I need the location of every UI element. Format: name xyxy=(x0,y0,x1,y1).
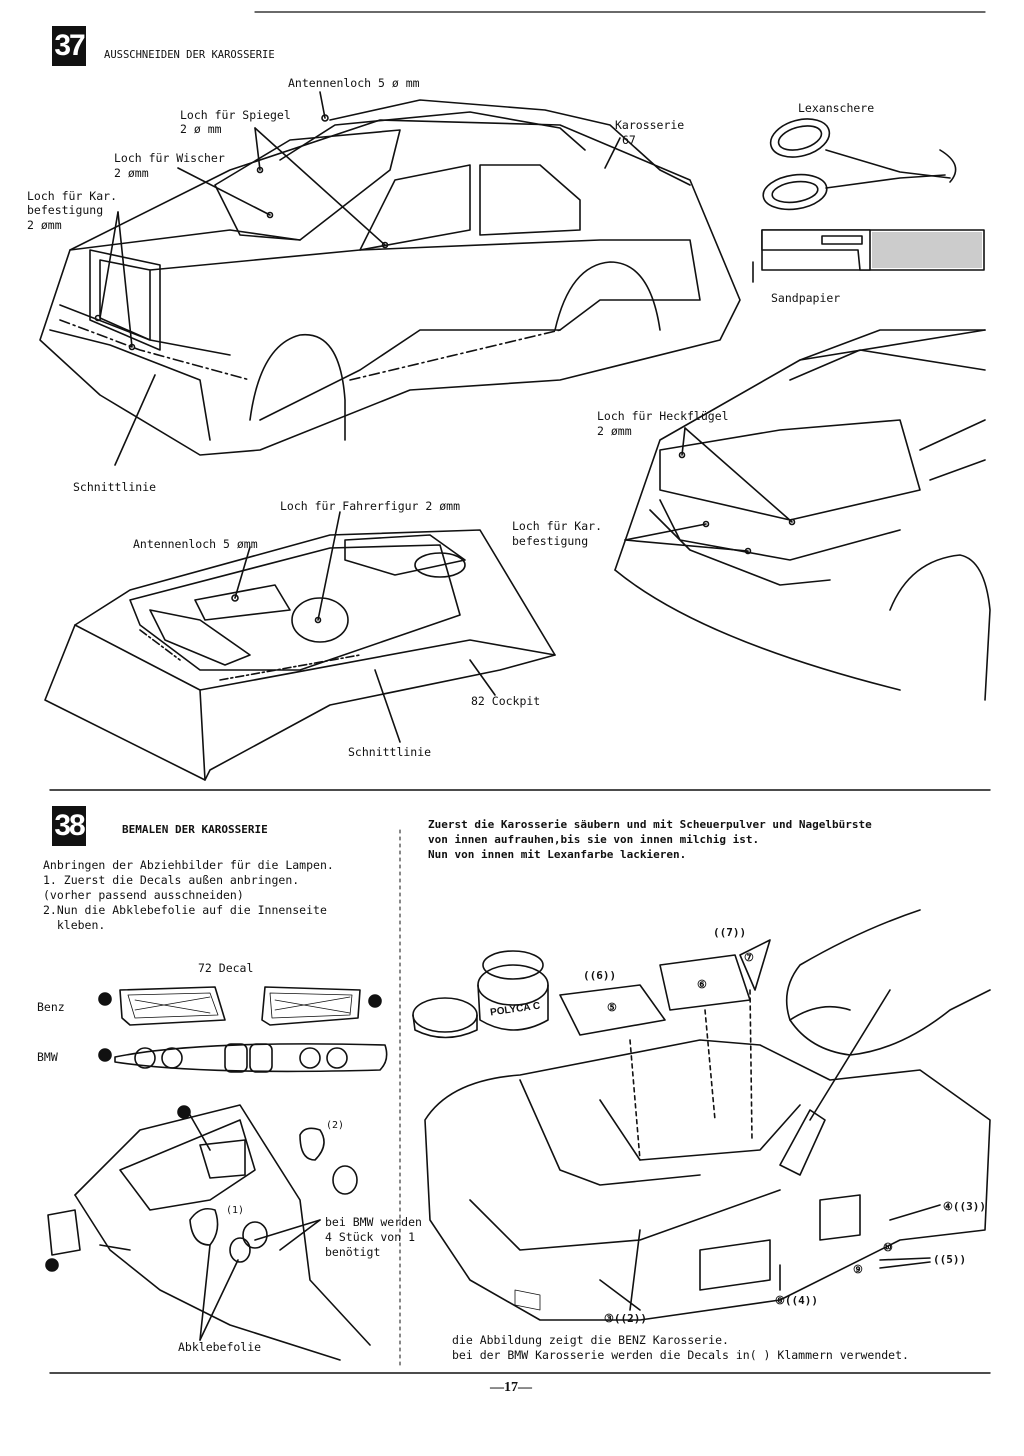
callout-7b: ⑦ xyxy=(744,951,754,964)
label-sandpapier: Sandpapier xyxy=(771,291,841,305)
label-loch-kar-befestigung: befestigung xyxy=(27,203,104,217)
paint-scene-drawing xyxy=(412,909,991,1321)
car-body-drawing xyxy=(39,91,741,466)
label-loch-wischer: Loch für Wischer xyxy=(114,151,225,165)
label-loch-kar-rear-befestigung: befestigung xyxy=(512,534,589,548)
step-38-caption: die Abbildung zeigt die BENZ Karosserie.… xyxy=(452,1333,909,1363)
cockpit-drawing xyxy=(44,511,556,781)
decal-title: 72 Decal xyxy=(198,961,254,975)
label-cockpit: 82 Cockpit xyxy=(471,694,541,708)
callout-3: ③((2)) xyxy=(604,1312,647,1325)
left-text-line: (vorher passend ausschneiden) xyxy=(43,888,244,902)
label-bmw: BMW xyxy=(37,1050,58,1064)
caption-line: die Abbildung zeigt die BENZ Karosserie. xyxy=(452,1333,729,1347)
right-text-line: Nun von innen mit Lexanfarbe lackieren. xyxy=(428,848,687,861)
label-schnittlinie-top: Schnittlinie xyxy=(73,480,157,494)
callout-6b: ⑥ xyxy=(697,978,707,991)
label-karosserie-number: 67 xyxy=(622,133,636,147)
callout-8: ⑧((4)) xyxy=(775,1294,818,1307)
step-37-title: AUSSCHNEIDEN DER KAROSSERIE xyxy=(104,49,275,61)
step-38-title: BEMALEN DER KAROSSERIE xyxy=(122,823,268,836)
step-37-number: 37 xyxy=(52,26,86,66)
label-abklebefolie: Abklebefolie xyxy=(178,1340,262,1354)
callout-9: ⑨ xyxy=(853,1263,863,1276)
label-loch-spiegel: Loch für Spiegel xyxy=(180,108,291,122)
masking-drawing xyxy=(45,1104,371,1361)
decal-drawings xyxy=(98,986,388,1073)
step-38-number: 38 xyxy=(52,806,86,846)
callout-5b: ((5)) xyxy=(933,1253,967,1266)
label-loch-spiegel-size: 2 ø mm xyxy=(180,122,222,136)
label-callout-1: (1) xyxy=(226,1205,245,1216)
callout-4: ④((3)) xyxy=(943,1200,986,1213)
label-loch-fahrerfigur: Loch für Fahrerfigur 2 ømm xyxy=(280,499,461,513)
right-text-line: von innen aufrauhen,bis sie von innen mi… xyxy=(428,833,760,846)
left-text-line: 2.Nun die Abklebefolie auf die Innenseit… xyxy=(43,903,327,917)
label-lexanschere: Lexanschere xyxy=(798,101,875,115)
step-38-left-instructions: Anbringen der Abziehbilder für die Lampe… xyxy=(43,858,334,933)
step-38-right-instructions: Zuerst die Karosserie säubern und mit Sc… xyxy=(428,817,872,862)
bmw-note-line: bei BMW werden xyxy=(325,1215,422,1229)
label-loch-heckfluegel: Loch für Heckflügel xyxy=(597,409,729,423)
bmw-note-line: benötigt xyxy=(325,1245,381,1259)
label-benz: Benz xyxy=(37,1000,65,1014)
label-loch-kar-rear: Loch für Kar. xyxy=(512,519,603,533)
label-karosserie: Karosserie xyxy=(615,118,685,132)
caption-line: bei der BMW Karosserie werden die Decals… xyxy=(452,1348,909,1362)
label-schnittlinie-bottom: Schnittlinie xyxy=(348,745,432,759)
left-text-line: Anbringen der Abziehbilder für die Lampe… xyxy=(43,858,334,872)
label-antennenloch-top: Antennenloch 5 ø mm xyxy=(288,76,420,90)
label-loch-kar: Loch für Kar. xyxy=(27,189,118,203)
label-loch-heckfluegel-size: 2 ømm xyxy=(597,424,632,438)
left-text-line: 1. Zuerst die Decals außen anbringen. xyxy=(43,873,300,887)
left-text-line: kleben. xyxy=(43,918,106,932)
tools-drawing xyxy=(752,118,985,283)
label-callout-2: (2) xyxy=(326,1120,345,1131)
label-antennenloch-cockpit: Antennenloch 5 ømm xyxy=(133,537,258,551)
callout-7a: ((7)) xyxy=(713,926,747,939)
label-loch-wischer-size: 2 ømm xyxy=(114,166,149,180)
bmw-note: bei BMW werden 4 Stück von 1 benötigt xyxy=(325,1215,422,1260)
callout-10: ⑩ xyxy=(883,1241,893,1254)
label-loch-kar-size: 2 ømm xyxy=(27,218,62,232)
page-number: —17— xyxy=(490,1380,532,1395)
callout-5: ⑤ xyxy=(607,1001,617,1014)
callout-6: ((6)) xyxy=(583,969,617,982)
rear-car-drawing xyxy=(614,329,991,701)
right-text-line: Zuerst die Karosserie säubern und mit Sc… xyxy=(428,818,872,831)
bmw-note-line: 4 Stück von 1 xyxy=(325,1230,416,1244)
